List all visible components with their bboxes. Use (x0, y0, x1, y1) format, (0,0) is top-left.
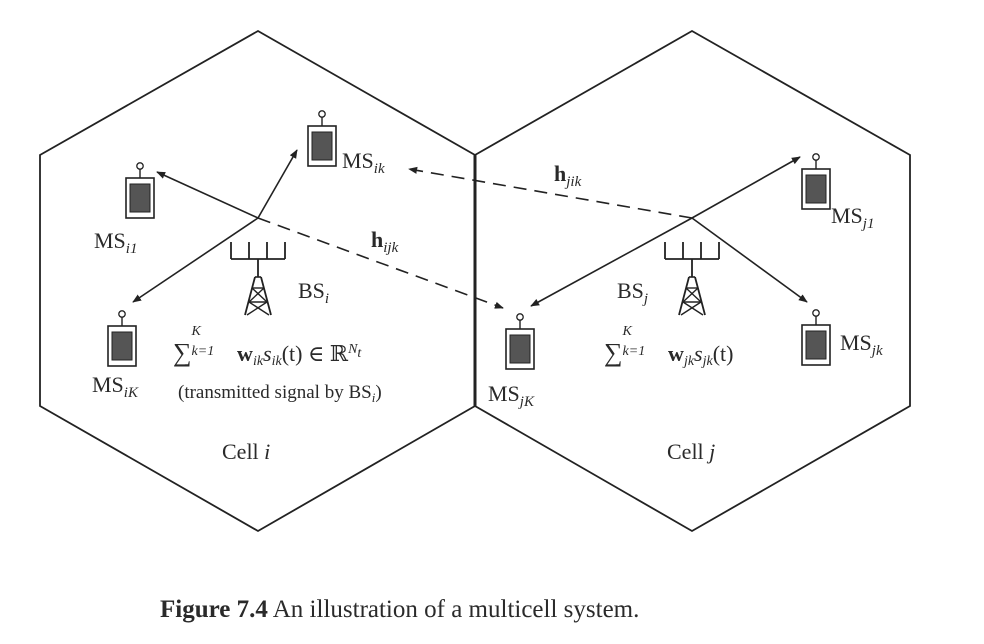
ms-jk-label: MSjk (840, 330, 883, 359)
channel-h-jik-label: hjik (554, 161, 582, 190)
bs-i-label: BSi (298, 278, 330, 307)
link-bs-i-ms-iK (132, 217, 259, 303)
ms-jk-phone-icon (801, 308, 831, 366)
ms-iK-label: MSiK (92, 372, 138, 401)
ms-jK-phone-icon (505, 312, 535, 370)
ms-ik-label: MSik (342, 148, 385, 177)
channel-h-ijk-label: hijk (371, 227, 399, 256)
figure-caption: Figure 7.4 An illustration of a multicel… (160, 596, 640, 623)
signal-note-cell-i: (transmitted signal by BSi) (178, 382, 382, 405)
ms-ik-phone-icon (307, 110, 337, 167)
bs-i-tower-icon (230, 241, 286, 316)
ms-j1-phone-icon (801, 153, 831, 210)
cell-i-label: Cell i (222, 439, 271, 464)
link-bs-i-ms-i1 (156, 171, 259, 219)
ms-iK-phone-icon (107, 309, 137, 367)
cell-j-label: Cell j (667, 439, 716, 464)
bs-j-tower-icon (664, 241, 720, 316)
interference-h-jik (408, 166, 693, 219)
ms-i1-phone-icon (125, 162, 155, 219)
link-bs-j-ms-jK (530, 217, 693, 307)
ms-i1-label: MSi1 (94, 228, 138, 257)
bs-j-label: BSj (617, 278, 649, 307)
link-bs-i-ms-ik (257, 149, 298, 219)
interference-h-ijk (257, 217, 504, 309)
ms-j1-label: MSj1 (831, 203, 875, 232)
ms-jK-label: MSjK (488, 381, 534, 410)
link-bs-j-ms-jk (691, 217, 808, 303)
link-bs-j-ms-j1 (691, 156, 801, 219)
